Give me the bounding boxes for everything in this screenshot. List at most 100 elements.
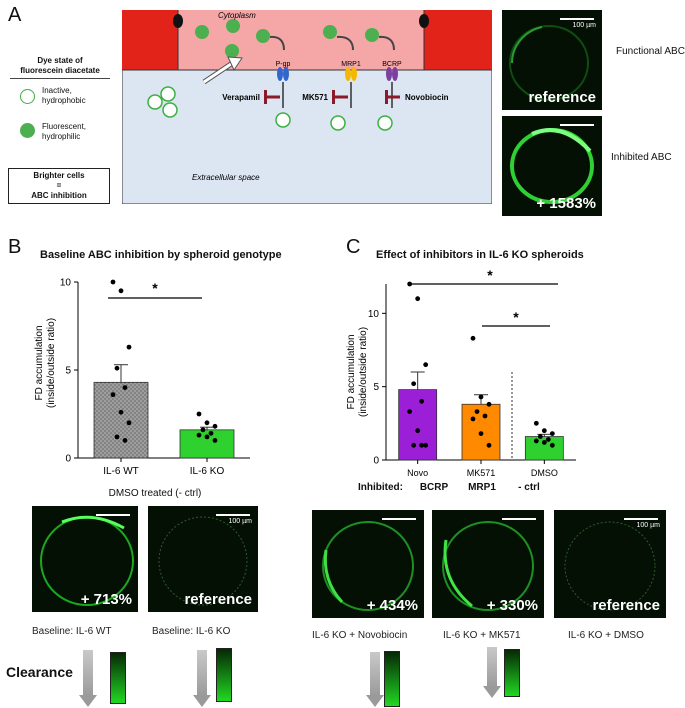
chart-b-point	[122, 385, 128, 390]
panel-c-letter: C	[346, 236, 361, 258]
clearance-arrow-head	[483, 686, 501, 698]
inhibited-bcrp: BCRP	[419, 482, 449, 493]
clearance-gradient	[216, 648, 232, 702]
micrograph-inhibited-abc: + 1583%	[502, 116, 602, 216]
chart-c-point	[423, 442, 429, 448]
caption-functional-abc: Functional ABC	[616, 46, 685, 57]
uptake-arrow-inner	[203, 60, 235, 84]
chart-c-point	[407, 409, 413, 414]
scale-bar	[96, 514, 130, 516]
scale-bar	[216, 514, 250, 516]
cell-right-block	[424, 10, 492, 70]
extracellular-label: Extracellular space	[192, 173, 260, 182]
chart-c-ylabel-line2: (inside/outside ratio)	[358, 327, 369, 417]
panel-b-letter: B	[8, 236, 22, 258]
micrograph-label: reference	[184, 591, 252, 608]
panel-a-letter: A	[8, 4, 22, 26]
chart-c-sig-1: *	[487, 267, 493, 283]
chart-c-point	[478, 394, 484, 400]
inhibited-ctrl: - ctrl	[518, 482, 540, 493]
chart-b-point	[126, 420, 132, 426]
chart-c-ylabel-line1: FD accumulation	[346, 334, 357, 409]
chart-b-y-tick-label: 0	[65, 454, 71, 465]
legend-box-line2: =	[56, 181, 62, 190]
bcrp-flux-arrow	[378, 35, 395, 51]
legend-inactive: Inactive, hydrophobic	[42, 86, 86, 106]
abc-transport-diagram: P-gp MRP1 BCRP Verapamil MK571 Novobioci…	[122, 10, 492, 204]
chart-c-category-label: MK571	[467, 468, 496, 478]
chart-b-point	[204, 434, 210, 440]
chart-b-ylabel-line2: (inside/outside ratio)	[46, 318, 57, 408]
mrp1-transporter	[345, 67, 351, 81]
clearance-gradient	[504, 649, 520, 697]
chart-b-point	[118, 409, 124, 415]
chart-b-category-label: IL-6 KO	[190, 466, 225, 477]
transporter-label-bcrp: BCRP	[382, 61, 402, 68]
spheroid-outline	[40, 515, 134, 606]
chart-b-point	[118, 288, 124, 294]
chart-c-point	[541, 440, 547, 445]
fluorescent-molecule	[365, 28, 379, 42]
legend-box-line1: Brighter cells	[33, 171, 85, 180]
chart-b-point	[212, 423, 218, 429]
fluorescent-dye-icon	[20, 123, 35, 138]
chart-b-point	[126, 344, 132, 350]
chart-c-point	[486, 401, 492, 407]
chart-c-point	[474, 409, 480, 414]
chart-b-point	[196, 432, 202, 438]
scale-bar	[502, 518, 536, 520]
inhibited-mrp1: MRP1	[468, 482, 496, 493]
cytoplasm-label: Cytoplasm	[218, 11, 256, 20]
chart-c-y-tick-label: 5	[373, 382, 379, 393]
chart-b-sig: *	[152, 280, 158, 296]
chart-c-point	[545, 437, 551, 442]
uptake-arrow-head	[227, 56, 243, 72]
chart-b-ylabel-line1: FD accumulation	[34, 325, 45, 400]
tight-junction-right	[419, 14, 429, 28]
transporter-label-mrp1: MRP1	[341, 61, 361, 68]
legend-title: Dye state of fluorescein diacetate	[10, 56, 110, 76]
chart-b-point	[212, 438, 218, 443]
chart-b-point	[114, 365, 120, 371]
mrp1-flux-arrow	[336, 35, 354, 51]
micrograph-label: + 713%	[80, 591, 132, 608]
chart-c-sig-2: *	[513, 309, 519, 325]
chart-c-point	[415, 428, 421, 434]
panel-b-title: Baseline ABC inhibition by spheroid geno…	[40, 249, 282, 261]
micrograph-label: reference	[592, 597, 660, 614]
inactive-dye-icon	[20, 89, 35, 104]
scale-bar-label: 100 µm	[636, 522, 661, 529]
clearance-gradient	[384, 651, 400, 707]
chart-b-point	[110, 279, 116, 285]
legend-fluorescent-line2: hydrophilic	[42, 132, 81, 141]
chart-b-point	[208, 430, 214, 436]
chart-b-point	[196, 411, 202, 417]
micrograph-label: reference	[528, 89, 596, 106]
spheroid-outline	[322, 521, 414, 611]
inhibitor-label-novobiocin: Novobiocin	[405, 93, 449, 102]
clearance-arrow-shaft	[83, 650, 93, 696]
spheroid-outline	[510, 128, 594, 204]
inactive-molecule	[162, 102, 178, 118]
caption-ko-novobiocin: IL-6 KO + Novobiocin	[312, 630, 408, 641]
bcrp-transporter	[386, 67, 392, 81]
micrograph-ko-dmso: 100 µm reference	[554, 510, 666, 618]
inactive-molecule	[160, 86, 176, 102]
micrograph-baseline-wt: + 713%	[32, 506, 138, 612]
novobiocin-block-icon	[385, 90, 388, 104]
chart-c-y-tick-label: 0	[373, 456, 379, 467]
chart-c-point	[411, 442, 417, 448]
chart-c-point	[419, 442, 425, 448]
inhibitor-label-verapamil: Verapamil	[222, 93, 260, 102]
clearance-label: Clearance	[6, 664, 73, 680]
mrp1-transporter	[351, 67, 357, 81]
chart-c-point	[482, 413, 488, 419]
legend-box-line3: ABC inhibition	[31, 191, 87, 200]
scale-bar	[624, 518, 658, 520]
chart-c-point	[423, 362, 429, 368]
micrograph-label: + 1583%	[536, 195, 596, 212]
clearance-arrow-shaft	[197, 650, 207, 696]
panel-c-title: Effect of inhibitors in IL-6 KO spheroid…	[376, 249, 584, 261]
clearance-arrow-head	[79, 695, 97, 707]
